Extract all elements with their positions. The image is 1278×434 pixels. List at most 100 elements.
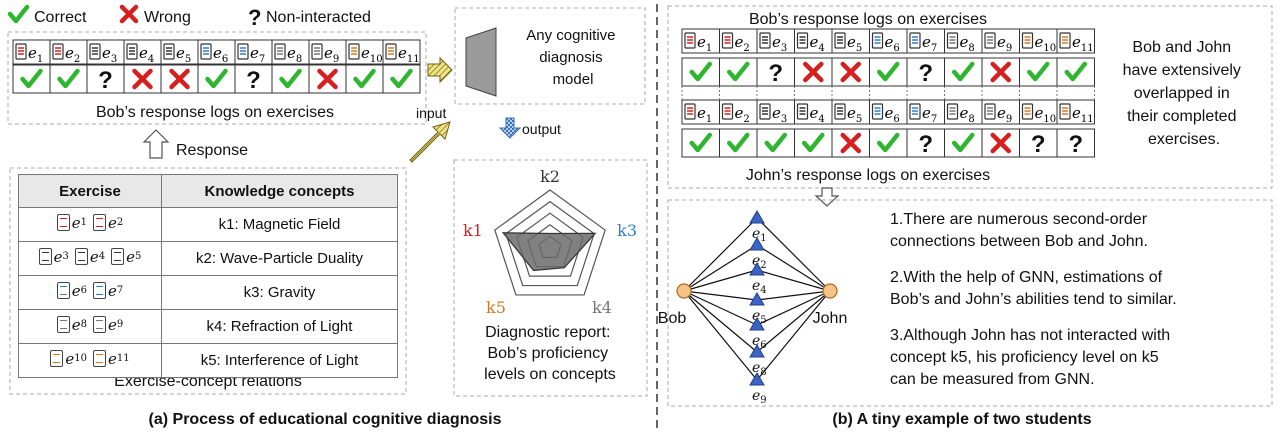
student-node-label: Bob — [658, 310, 687, 327]
response-cell — [944, 57, 983, 87]
document-icon — [74, 248, 88, 266]
document-icon — [1059, 32, 1071, 49]
document-icon — [1059, 103, 1071, 120]
radar-axis-label: k5 — [486, 298, 506, 317]
graph-edge — [683, 244, 758, 292]
report-text: Diagnostic report: Bob’s proficiency lev… — [484, 324, 616, 383]
exercise-cell: e8 — [944, 99, 983, 125]
document-icon — [89, 43, 101, 60]
model-label: Any cognitive diagnosis model — [526, 27, 619, 88]
response-arrow — [142, 129, 170, 159]
check-icon — [952, 61, 975, 82]
exercise-cell: e5 — [831, 28, 870, 54]
exercise-cell: e8 — [944, 28, 983, 54]
table-header-exercise: Exercise — [18, 174, 162, 208]
document-icon — [126, 43, 138, 60]
exercise-cell: e11 — [1056, 99, 1095, 125]
response-cell — [794, 128, 833, 158]
document-icon — [684, 103, 696, 120]
output-label: output — [522, 121, 561, 137]
document-icon — [834, 32, 846, 49]
response-cell — [49, 64, 88, 94]
response-cell — [308, 64, 347, 94]
document-icon — [871, 103, 884, 120]
input-arrow-top — [427, 56, 453, 84]
overlap-links — [681, 86, 1095, 100]
gnn-notes: 1.There are numerous second-order connec… — [890, 211, 1181, 388]
document-icon — [93, 316, 106, 334]
document-icon — [274, 43, 286, 60]
legend: Correct Wrong ? Non-interacted — [7, 4, 371, 30]
response-cell — [869, 57, 908, 87]
caption-b: (b) A tiny example of two students — [832, 411, 1091, 428]
exercise-node-icon — [749, 317, 765, 331]
response-cell — [831, 128, 870, 158]
exercise-cell: e10 — [345, 39, 384, 65]
exercise-node-icon — [749, 210, 765, 224]
john-logs-title: John’s response logs on exercises — [746, 167, 990, 184]
response-cell: ? — [1019, 128, 1058, 158]
check-icon — [689, 132, 712, 153]
exercise-cell: e4 — [123, 39, 162, 65]
check-icon — [279, 68, 302, 89]
response-cell — [756, 128, 795, 158]
response-cell — [1019, 57, 1058, 87]
exercise-cell: e9 — [981, 99, 1020, 125]
response-cell — [12, 64, 51, 94]
response-cell — [123, 64, 162, 94]
exercise-cell: e10 — [1019, 99, 1058, 125]
cross-icon — [840, 132, 861, 154]
document-icon — [946, 32, 959, 49]
response-cell — [1056, 57, 1095, 87]
question-icon: ? — [248, 5, 261, 30]
cross-icon — [317, 68, 338, 90]
exercise-cell: e9 — [308, 39, 347, 65]
output-arrow — [498, 117, 522, 139]
exercise-cell: e2 — [719, 99, 758, 125]
document-icon — [93, 282, 106, 300]
document-icon — [759, 32, 771, 49]
document-icon — [984, 103, 996, 120]
exercise-cell: e7 — [906, 28, 945, 54]
response-cell — [271, 64, 310, 94]
check-icon — [57, 68, 80, 89]
graph-edge — [756, 269, 831, 292]
document-icon — [946, 103, 959, 120]
radar-axis-label: k3 — [617, 221, 637, 240]
check-icon — [764, 132, 787, 153]
check-icon — [689, 61, 712, 82]
check-icon — [390, 68, 413, 89]
document-icon — [796, 103, 809, 120]
exercise-cell: e1 — [681, 28, 720, 54]
response-cell: ? — [1056, 128, 1095, 158]
concept-cell: k4: Refraction of Light — [161, 309, 398, 344]
response-cell — [345, 64, 384, 94]
check-icon — [20, 68, 43, 89]
document-icon — [385, 43, 397, 60]
response-cell — [681, 128, 720, 158]
document-icon — [93, 350, 106, 368]
graph-edge — [683, 290, 758, 326]
cross-icon — [119, 4, 139, 24]
radar-axis-label: k2 — [540, 167, 560, 186]
radar-axis-label: k1 — [463, 221, 483, 240]
concept-cell: k1: Magnetic Field — [161, 207, 398, 242]
radar-axis-label: k4 — [592, 298, 612, 317]
exercise-cell: e2 — [719, 28, 758, 54]
response-cell: ? — [86, 64, 125, 94]
cross-icon — [132, 68, 153, 90]
graph-edge — [683, 290, 758, 353]
concept-cell: k3: Gravity — [161, 275, 398, 310]
response-cell — [719, 57, 758, 87]
